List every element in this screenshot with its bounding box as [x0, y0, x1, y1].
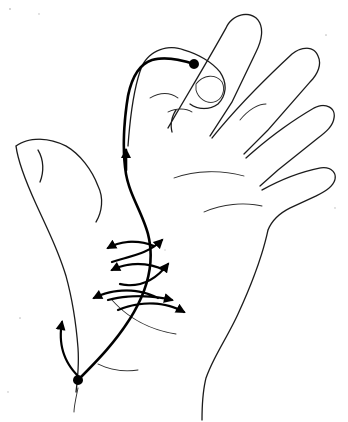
finger-overlap-line	[240, 104, 266, 120]
flow-arrow-7	[118, 303, 184, 312]
flow-arrow-8	[61, 322, 78, 376]
paper-specks	[7, 8, 335, 393]
thumb-nail	[196, 76, 224, 102]
little-finger-outline	[262, 168, 335, 230]
palm-crease-wrist	[98, 364, 138, 371]
flow-arrow-4	[120, 264, 168, 285]
hand-left-outline	[16, 139, 102, 222]
flow-arrow-3	[112, 264, 164, 270]
palm-edge-outline	[202, 230, 268, 420]
thumb-crease-2	[168, 109, 192, 112]
palm-crease-heart	[204, 204, 262, 212]
flow-arrow-1	[108, 242, 154, 248]
ring-finger-outline	[246, 106, 334, 186]
index-finger-outline	[168, 14, 262, 136]
palm-crease-head	[174, 172, 244, 178]
thumb-crease	[150, 94, 178, 99]
meridian-line	[78, 58, 194, 380]
meridian-end-point	[189, 59, 199, 69]
hand-outline	[16, 14, 335, 420]
thumb-base-outline	[171, 110, 176, 132]
middle-finger-outline	[212, 48, 320, 154]
hand-left-lower	[16, 146, 78, 392]
hand-left-inner	[38, 150, 43, 182]
flow-arrows	[61, 240, 184, 412]
